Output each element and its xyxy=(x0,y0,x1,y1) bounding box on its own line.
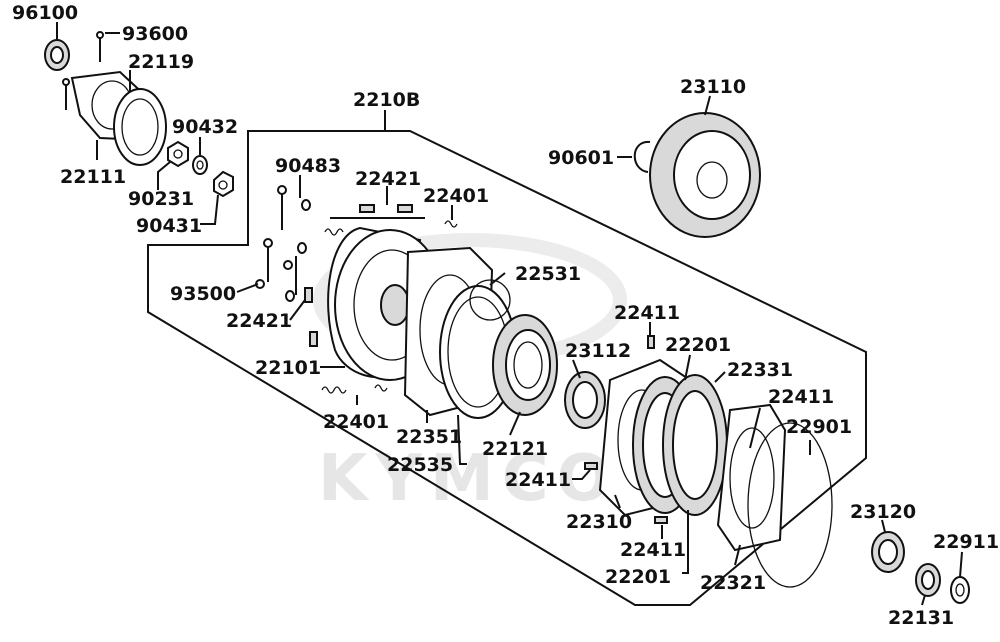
label-22331: 22331 xyxy=(727,359,793,381)
label-22201-bottom: 22201 xyxy=(605,566,671,588)
gasket-22119[interactable] xyxy=(113,88,167,166)
label-23120: 23120 xyxy=(850,501,916,523)
label-22411-right: 22411 xyxy=(768,386,834,408)
label-22351: 22351 xyxy=(396,426,462,448)
gear-23110[interactable] xyxy=(649,112,761,238)
label-93600: 93600 xyxy=(122,23,188,45)
ring-22531[interactable] xyxy=(469,279,511,321)
watermark-text: KYMCO xyxy=(318,442,619,516)
bearing-23112[interactable] xyxy=(564,371,606,429)
label-22321: 22321 xyxy=(700,572,766,594)
label-22310: 22310 xyxy=(566,511,632,533)
circlip-22901[interactable] xyxy=(747,422,833,588)
label-96100: 96100 xyxy=(12,2,78,24)
label-22401-bottom: 22401 xyxy=(323,411,389,433)
label-90483: 90483 xyxy=(275,155,341,177)
one-way-22121[interactable] xyxy=(492,314,558,416)
label-22111: 22111 xyxy=(60,166,126,188)
assembly-boundary xyxy=(147,130,867,606)
springs-22401-top[interactable] xyxy=(324,220,458,236)
friction-plate-22331[interactable] xyxy=(662,374,728,516)
label-22411-bottom: 22411 xyxy=(620,539,686,561)
weights-22421[interactable] xyxy=(304,204,425,347)
label-90431: 90431 xyxy=(136,215,202,237)
label-22535: 22535 xyxy=(387,454,453,476)
bearing-96100[interactable] xyxy=(44,39,70,71)
label-23110: 23110 xyxy=(680,76,746,98)
leader-lines xyxy=(56,22,963,606)
plate-22321[interactable] xyxy=(716,403,787,552)
label-2210B: 2210B xyxy=(353,89,420,111)
label-22421-top: 22421 xyxy=(355,168,421,190)
label-90601: 90601 xyxy=(548,147,614,169)
part-labels: 96100 93600 22119 22111 90432 90231 9043… xyxy=(12,2,999,629)
label-22101: 22101 xyxy=(255,357,321,379)
label-22131: 22131 xyxy=(888,607,954,629)
label-22201-top: 22201 xyxy=(665,334,731,356)
washers-90483[interactable] xyxy=(285,199,311,302)
label-23112: 23112 xyxy=(565,340,631,362)
label-90432: 90432 xyxy=(172,116,238,138)
label-93500: 93500 xyxy=(170,283,236,305)
label-90231: 90231 xyxy=(128,188,194,210)
bearing-23120[interactable] xyxy=(871,531,905,573)
label-22411-mid: 22411 xyxy=(505,469,571,491)
label-22121: 22121 xyxy=(482,438,548,460)
label-22119: 22119 xyxy=(128,51,194,73)
needle-bearing-22131[interactable] xyxy=(915,563,941,597)
label-22401-top: 22401 xyxy=(423,185,489,207)
washer-90432[interactable] xyxy=(192,155,208,175)
screws-93600[interactable] xyxy=(62,31,104,110)
washer-22911[interactable] xyxy=(950,576,970,604)
clip-90601[interactable] xyxy=(633,140,651,173)
label-22911: 22911 xyxy=(933,531,999,553)
label-22421-left: 22421 xyxy=(226,310,292,332)
springs-22401-bottom[interactable] xyxy=(321,384,388,394)
label-22411-top: 22411 xyxy=(614,302,680,324)
nut-90231[interactable] xyxy=(167,140,189,168)
lockwasher-90431[interactable] xyxy=(213,170,234,198)
label-22901: 22901 xyxy=(786,416,852,438)
screws-93500[interactable] xyxy=(255,185,297,295)
label-22531: 22531 xyxy=(515,263,581,285)
